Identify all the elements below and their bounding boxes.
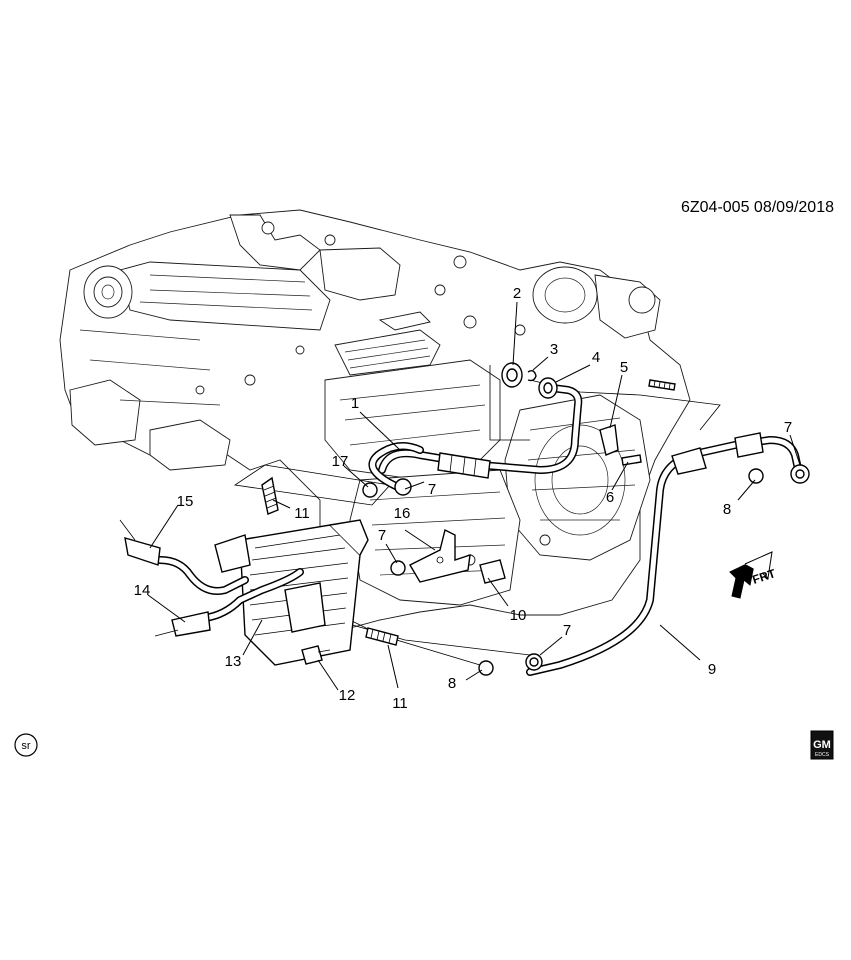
- callout-9: 9: [708, 661, 716, 678]
- cooler-bracket: [409, 528, 506, 584]
- callout-leaders: [147, 301, 801, 691]
- cooler-return-hose: [368, 442, 424, 492]
- callout-12: 12: [339, 687, 356, 704]
- callout-17: 17: [332, 453, 349, 470]
- callout-16: 16: [394, 505, 411, 522]
- callout-8-lower: 8: [448, 675, 456, 692]
- svg-text:GM: GM: [813, 739, 831, 751]
- callout-4: 4: [592, 349, 600, 366]
- callout-11-lower: 11: [392, 695, 408, 712]
- svg-text:FRT: FRT: [751, 566, 778, 587]
- engine-assembly-drawing: [59, 209, 691, 629]
- svg-text:sr: sr: [21, 740, 31, 752]
- fittings: [362, 362, 810, 676]
- transmission-fluid-cooler: [214, 519, 369, 666]
- front-direction-arrow: FRT: [729, 551, 778, 599]
- callout-2: 2: [513, 285, 521, 302]
- cooler-bolt: [301, 645, 331, 665]
- callout-13: 13: [225, 653, 242, 670]
- callout-1: 1: [351, 395, 359, 412]
- callout-10: 10: [510, 607, 527, 624]
- callout-7-lower: 7: [563, 622, 571, 639]
- cooler-outlet-pipe: [526, 432, 804, 676]
- callout-11-upper: 11: [294, 505, 310, 522]
- callout-8-right: 8: [723, 501, 731, 518]
- diagram-reference: 6Z04-005 08/09/2018: [681, 199, 834, 216]
- svg-text:EDCS: EDCS: [815, 752, 830, 758]
- cooler-studs: [261, 476, 399, 646]
- callout-15: 15: [177, 493, 194, 510]
- callout-7-right: 7: [784, 419, 792, 436]
- callout-14: 14: [134, 582, 151, 599]
- callout-6: 6: [606, 489, 614, 506]
- cooler-inlet-pipe: [378, 384, 583, 479]
- callout-5: 5: [620, 359, 628, 376]
- sr-badge: sr: [14, 733, 38, 757]
- callout-3: 3: [550, 341, 558, 358]
- callout-7-upper-middle: 7: [428, 481, 436, 498]
- callout-7-bracket: 7: [378, 527, 386, 544]
- gm-logo: GM EDCS: [810, 730, 834, 760]
- callouts: 1 2 3 4 5 6 7 7 7 7 8 8 9 10 11 11 12 13…: [134, 285, 793, 712]
- cooler-hoses: [119, 519, 304, 637]
